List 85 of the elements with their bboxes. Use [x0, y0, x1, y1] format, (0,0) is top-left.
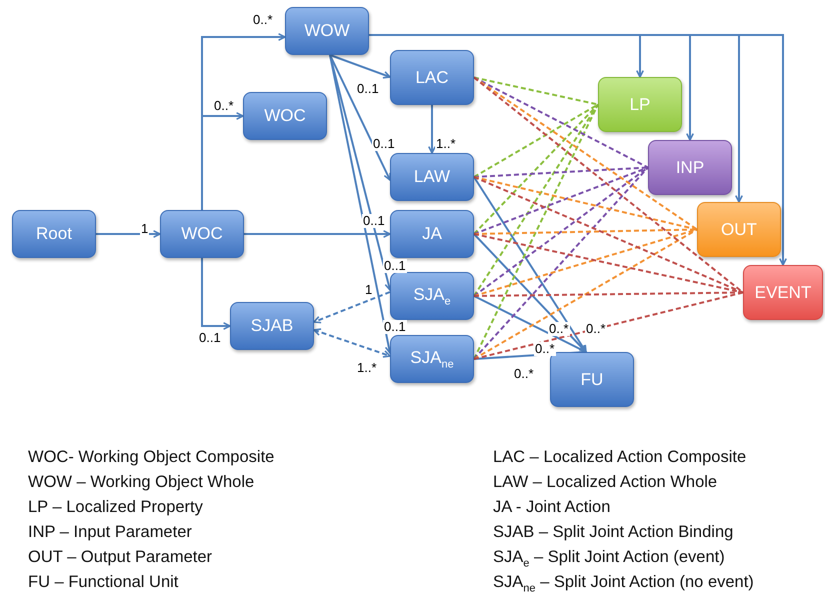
connector-line: [473, 104, 599, 360]
node-label: WOC: [181, 224, 223, 244]
node-label: WOC: [264, 106, 306, 126]
connector-line: [473, 76, 744, 294]
node-label: WOW: [304, 21, 350, 41]
node-label: FU: [580, 370, 604, 390]
node-label: OUT: [721, 220, 757, 240]
arrow: [473, 176, 587, 353]
entity-box: [390, 50, 474, 105]
connector-line: [474, 76, 648, 168]
entity-box: [390, 272, 474, 320]
entity-box: [648, 140, 732, 195]
arrow: [313, 328, 391, 358]
legend-text: SJA$_{e}$ – Split Joint Action (event): [493, 548, 725, 570]
multiplicity-label: 1: [140, 222, 150, 236]
legend-text: WOC- Working Object Composite: [28, 448, 274, 467]
arrow: [428, 105, 436, 154]
connector-line: [474, 76, 598, 106]
multiplicity-label: 0..*: [252, 13, 274, 27]
multiplicity-label: 0..1: [356, 82, 380, 96]
node-label: SJA$_{e}$: [413, 284, 451, 308]
entity-box: [230, 302, 314, 350]
entity-box: [743, 265, 823, 320]
entity-box: [243, 92, 327, 140]
arrow: [244, 230, 391, 238]
multiplicity-label: 1: [364, 283, 374, 297]
legend-text: OUT – Output Parameter: [28, 548, 212, 567]
multiplicity-label: 0..1: [383, 259, 407, 273]
legend-text: FU – Functional Unit: [28, 573, 178, 592]
entity-box: [12, 210, 96, 258]
multiplicity-label: 1..*: [435, 137, 457, 151]
arrow: [96, 230, 161, 238]
multiplicity-label: 0..*: [513, 367, 535, 381]
entity-box: [390, 153, 474, 201]
entity-box: [390, 210, 474, 258]
node-label: EVENT: [754, 282, 812, 302]
entity-box: [697, 202, 781, 257]
connector-line: [473, 166, 649, 360]
multiplicity-label: 0..1: [362, 214, 386, 228]
arrow: [330, 54, 391, 79]
legend-text: INP – Input Parameter: [28, 523, 192, 542]
legend-text: LAW – Localized Action Whole: [493, 473, 718, 492]
legend-text: JA - Joint Action: [493, 498, 610, 517]
connector-line: [474, 292, 744, 360]
legend-text: LP – Localized Property: [28, 498, 203, 517]
entity-box: [550, 352, 634, 407]
node-label: JA: [422, 224, 442, 244]
multiplicity-label: 0..*: [213, 99, 235, 113]
multiplicity-label: 1..*: [356, 361, 378, 375]
connector-line: [473, 104, 599, 297]
arrow: [473, 233, 587, 353]
node-label: LP: [630, 94, 650, 114]
legend-text: LAC – Localized Action Composite: [493, 448, 746, 467]
node-label: SJAB: [250, 316, 294, 336]
multiplicity-label: 0..*: [534, 342, 556, 356]
connector-line: [474, 166, 648, 178]
entity-box: [160, 210, 244, 258]
multiplicity-label: 0..1: [372, 137, 396, 151]
legend-text: SJA$_{ne}$ – Split Joint Action (no event): [493, 573, 754, 594]
entity-box: [285, 7, 369, 55]
connector-line: [474, 228, 698, 235]
legend-text: SJAB – Split Joint Action Binding: [493, 523, 734, 542]
arrow: [201, 112, 244, 210]
entity-box: [390, 335, 474, 383]
connector-line: [473, 104, 599, 235]
connector-line: [473, 166, 649, 297]
arrow: [329, 54, 391, 181]
connector-line: [474, 176, 698, 230]
node-label: INP: [676, 158, 704, 178]
multiplicity-label: 0..*: [585, 322, 607, 336]
connector-line: [474, 176, 744, 294]
multiplicity-label: 0..1: [198, 331, 222, 345]
node-label: Root: [36, 224, 72, 244]
multiplicity-label: 0..1: [383, 320, 407, 334]
connector-line: [474, 228, 698, 360]
connector-line: [474, 233, 744, 294]
multiplicity-label: 0..*: [548, 322, 570, 336]
node-label: LAC: [415, 68, 449, 88]
legend-text: WOW – Working Object Whole: [28, 473, 254, 492]
arrow: [313, 291, 390, 324]
connector-line: [474, 104, 598, 178]
entity-box: [598, 77, 682, 132]
node-label: LAW: [414, 167, 450, 187]
arrow: [201, 258, 231, 330]
node-label: SJA$_{ne}$: [410, 348, 454, 370]
